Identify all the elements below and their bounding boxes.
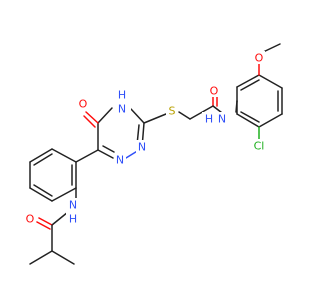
bond-c6-n1 [97, 149, 114, 159]
bond-nh-co [51, 211, 69, 226]
atom-thioether-s: S [169, 105, 176, 118]
bond-iso-co-2 [36, 221, 51, 230]
atom-amide-h: H [69, 213, 77, 226]
bond-ar2-c3-c4 [258, 74, 283, 89]
bond-ph-inner-1 [33, 153, 53, 166]
atom-acetamide-nh-n: N [218, 113, 226, 126]
bond-ar2-c6-c1 [236, 113, 260, 128]
bond-c6-n1-double [102, 145, 115, 153]
atom-label-layer: O H N N N S O N H O Cl N H O [24, 51, 267, 226]
atom-triazine-nh-h: H [118, 89, 126, 102]
bond-ph-c2-c3 [29, 148, 53, 163]
bond-c3-s [143, 113, 167, 124]
bond-ch2-co [189, 105, 214, 120]
bond-c5-o-2 [83, 115, 96, 128]
bond-ph-c4-c5 [29, 187, 53, 202]
bond-ar2-c2-c3 [236, 74, 260, 88]
bond-ar2-inner-3 [240, 111, 260, 123]
atom-acetamide-nh-h: H [205, 113, 213, 126]
atom-oxo-o: O [79, 98, 88, 111]
bond-c6-ph [75, 149, 99, 163]
bond-c3-n4 [130, 108, 145, 124]
bond-s-ch2 [178, 111, 191, 120]
bond-iso-co-1 [38, 217, 53, 226]
atom-triazine-n2: N [138, 141, 146, 154]
molecule-structure-diagram: O H N N N S O N H O Cl N H O [24, 43, 283, 265]
bond-ar2-c5-c6 [258, 113, 283, 128]
atom-acetamide-o: O [210, 85, 219, 98]
atom-amide-n: N [69, 199, 77, 212]
bond-ph-inner-2 [33, 184, 53, 197]
atom-isobutyramide-o: O [26, 213, 35, 226]
bond-c5-o-1 [85, 111, 99, 124]
atom-triazine-n4: N [118, 103, 126, 116]
bond-n4-c5 [97, 107, 113, 124]
atom-chloro-cl: Cl [254, 140, 265, 153]
bond-ph-c5-c6 [51, 187, 77, 202]
bond-ar2-inner-1 [240, 79, 260, 91]
bond-layer [29, 43, 283, 265]
bond-ch-ch3-b [51, 250, 75, 265]
bond-ch-ch3-a [29, 250, 53, 265]
atom-triazine-n1: N [116, 154, 124, 167]
bond-ph-c1-c2 [51, 148, 77, 163]
atom-methoxy-o: O [255, 52, 264, 65]
